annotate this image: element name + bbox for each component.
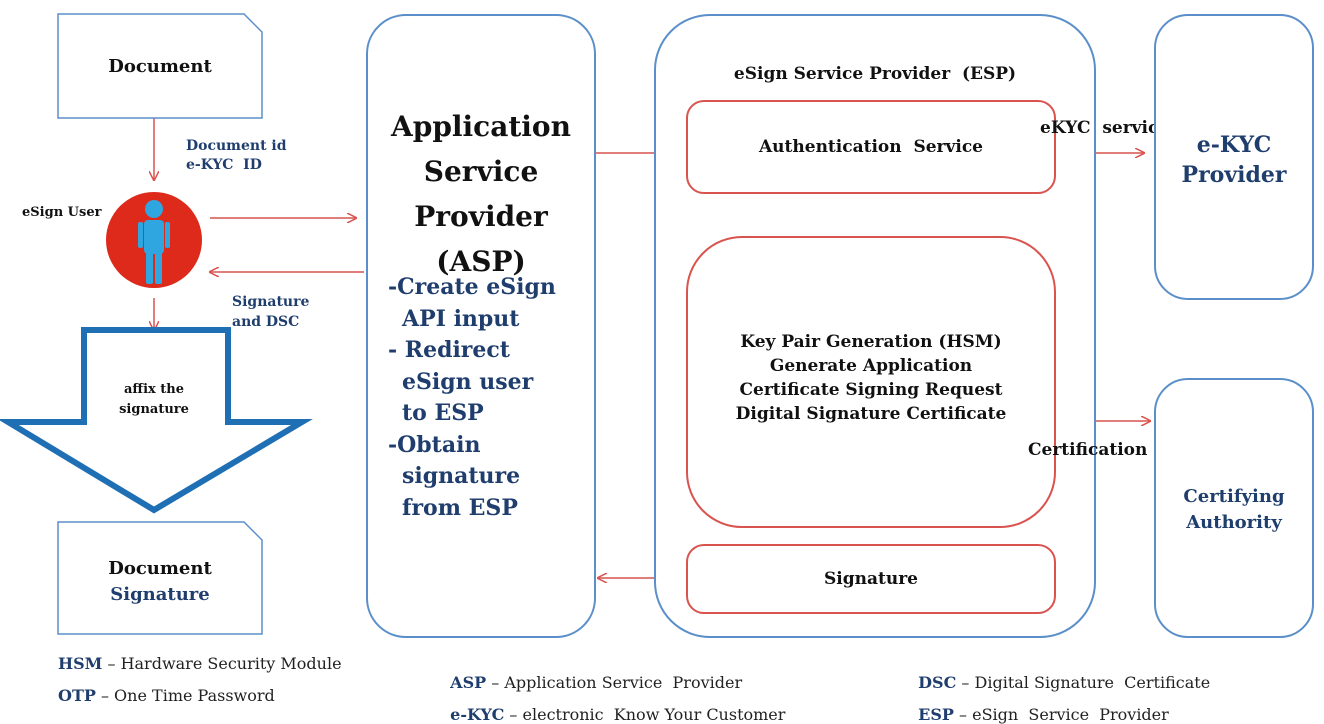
legend-ekyc: e-KYC – electronic Know Your Customer [450, 705, 786, 724]
certifying-authority-line2: Authority [1186, 512, 1282, 533]
asp-step-7: signature [402, 463, 521, 489]
esp-signature-label: Signature [824, 569, 918, 589]
affix-label-2: signature [119, 402, 189, 417]
legend-dsc-text: Digital Signature Certificate [974, 673, 1211, 692]
certification-label: Certification [1028, 440, 1148, 460]
asp-step-4: eSign user [402, 368, 534, 395]
document-signature-line1: Document [108, 558, 212, 579]
key-pair-line-4: Digital Signature Certificate [735, 404, 1007, 424]
affix-signature-big-arrow [0, 327, 313, 514]
key-pair-line-3: Certificate Signing Request [739, 380, 1003, 400]
legend-hsm: HSM – Hardware Security Module [58, 654, 342, 673]
esign-user-label: eSign User [22, 205, 102, 220]
legend-asp-abbr: ASP [450, 673, 487, 692]
affix-label-1: affix the [123, 382, 185, 397]
ekyc-id-label: e-KYC ID [186, 157, 262, 173]
legend-asp: ASP – Application Service Provider [450, 673, 743, 692]
legend-ekyc-abbr: e-KYC [450, 705, 505, 724]
asp-title-line-2: Service [423, 155, 539, 188]
asp-step-2: API input [402, 305, 520, 332]
asp-step-8: from ESP [402, 494, 518, 521]
document-label: Document [108, 55, 212, 77]
and-dsc-label: and DSC [232, 314, 300, 330]
key-pair-generation-box: Key Pair Generation (HSM) Generate Appli… [686, 236, 1056, 528]
ekyc-provider-box: e-KYC Provider [1154, 14, 1314, 300]
ekyc-service-label: eKYC service [1040, 118, 1170, 138]
authentication-service-box: Authentication Service [686, 100, 1056, 194]
ekyc-provider-line1: e-KYC [1196, 132, 1272, 158]
legend-ekyc-text: electronic Know Your Customer [522, 705, 786, 724]
legend-esp: ESP – eSign Service Provider [918, 705, 1169, 724]
signature-label: Signature [232, 294, 310, 310]
asp-box: Application Service Provider (ASP) -Crea… [366, 14, 596, 638]
legend-otp: OTP – One Time Password [58, 686, 275, 705]
esp-title: eSign Service Provider (ESP) [733, 64, 1017, 84]
person-icon [138, 200, 170, 284]
asp-step-5: to ESP [402, 400, 484, 426]
esp-signature-box: Signature [686, 544, 1056, 614]
certifying-authority-box: Certifying Authority [1154, 378, 1314, 638]
asp-title-line-1: Application [391, 110, 571, 143]
authentication-service-label: Authentication Service [758, 137, 983, 157]
document-signature-line2: Signature [110, 584, 210, 605]
legend-esp-abbr: ESP [918, 705, 954, 724]
key-pair-line-2: Generate Application [769, 356, 973, 376]
legend-dsc: DSC – Digital Signature Certificate [918, 673, 1211, 692]
document-id-label: Document id [186, 138, 287, 154]
key-pair-line-1: Key Pair Generation (HSM) [740, 332, 1002, 352]
asp-step-3: - Redirect [388, 337, 510, 363]
legend-esp-text: eSign Service Provider [972, 705, 1169, 724]
document-box-outline [57, 13, 263, 119]
asp-step-6: -Obtain [388, 431, 481, 458]
asp-step-1: -Create eSign [388, 274, 556, 300]
legend-hsm-abbr: HSM [58, 654, 103, 673]
legend-otp-text: One Time Password [114, 686, 275, 705]
asp-title-line-3: Provider [414, 200, 548, 233]
asp-title-line-4: (ASP) [436, 245, 526, 278]
legend-dsc-abbr: DSC [918, 673, 957, 692]
legend-otp-abbr: OTP [58, 686, 96, 705]
document-signature-box-outline [57, 521, 263, 635]
legend-hsm-text: Hardware Security Module [120, 654, 342, 673]
legend-asp-text: Application Service Provider [504, 673, 743, 692]
certifying-authority-line1: Certifying [1183, 486, 1285, 507]
ekyc-provider-line2: Provider [1181, 162, 1287, 188]
